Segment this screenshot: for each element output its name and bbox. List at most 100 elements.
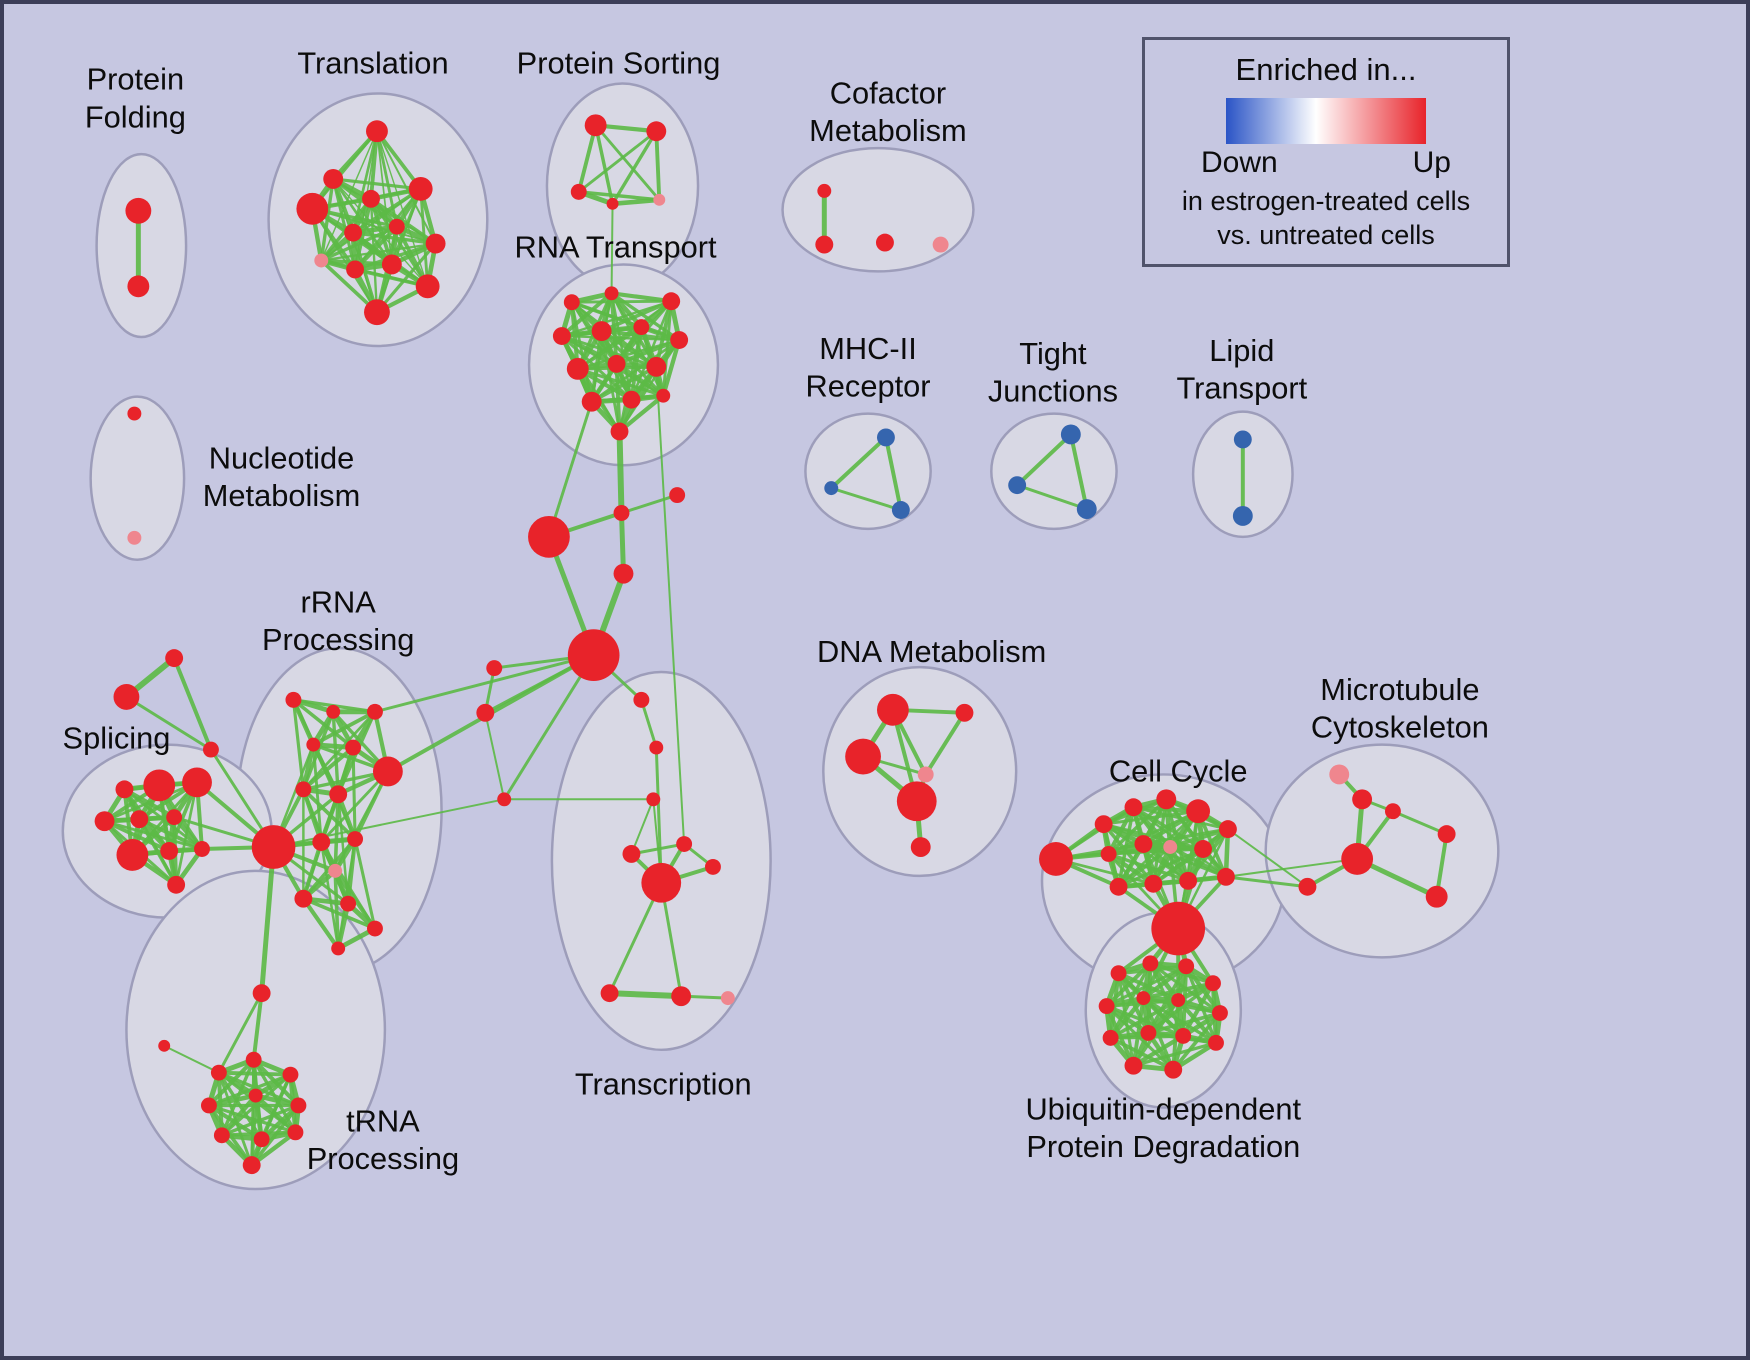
node: [646, 356, 667, 377]
edge: [1106, 797, 1169, 856]
node: [251, 825, 296, 869]
node: [253, 1131, 270, 1148]
cluster-ellipse-nucleotide-metabolism: [89, 395, 186, 561]
node: [1212, 1005, 1228, 1021]
node: [1124, 798, 1143, 817]
node: [567, 629, 620, 681]
node: [891, 501, 910, 519]
edge: [599, 299, 674, 333]
node: [610, 422, 629, 441]
node: [130, 810, 149, 829]
node: [1109, 877, 1128, 896]
cluster-label-transcription: Transcription: [575, 1067, 752, 1102]
node: [116, 839, 149, 871]
node: [285, 691, 302, 708]
edge: [319, 770, 390, 844]
node: [372, 756, 403, 787]
node: [613, 505, 630, 521]
edge: [1168, 827, 1230, 850]
node: [381, 254, 402, 275]
edge: [301, 839, 324, 901]
node: [1134, 835, 1153, 853]
cluster-label-cell-cycle: Cell Cycle: [1109, 753, 1248, 788]
node: [670, 331, 689, 349]
edge: [124, 695, 213, 752]
node: [125, 197, 152, 224]
node: [1144, 874, 1163, 893]
legend-scale-labels: Down Up: [1201, 146, 1451, 180]
node: [662, 292, 681, 311]
cluster-label-dna-metabolism: DNA Metabolism: [817, 634, 1046, 669]
node: [1298, 877, 1317, 896]
node: [1140, 1024, 1157, 1041]
node: [294, 889, 313, 908]
cluster-label-microtubule-cytoskeleton: Microtubule: [1320, 672, 1479, 707]
node: [314, 253, 329, 268]
edge: [610, 129, 658, 206]
node: [876, 428, 895, 447]
node: [202, 741, 219, 758]
node: [127, 275, 150, 298]
edge: [331, 177, 423, 191]
node: [1110, 965, 1127, 982]
edge: [655, 365, 686, 846]
cluster-label-trna-processing: tRNA: [346, 1103, 420, 1138]
cluster-label-rrna-processing: Processing: [262, 622, 414, 657]
edge: [502, 653, 596, 801]
node: [115, 780, 134, 799]
cluster-label-nucleotide-metabolism: Metabolism: [203, 478, 360, 513]
node: [1208, 1034, 1224, 1051]
node: [347, 831, 364, 848]
node: [1233, 430, 1252, 449]
node: [367, 920, 383, 937]
node: [1102, 1029, 1119, 1046]
edge: [614, 338, 682, 366]
cluster-label-ubiquitin-degradation: Protein Degradation: [1026, 1129, 1300, 1164]
edge: [484, 711, 506, 801]
edge: [272, 798, 506, 849]
edge: [333, 869, 340, 951]
node: [200, 1097, 217, 1114]
node: [287, 1124, 304, 1141]
node: [340, 895, 357, 912]
node: [366, 120, 388, 143]
edge: [249, 1130, 298, 1168]
node: [563, 294, 580, 311]
node: [1151, 901, 1206, 956]
edge: [331, 177, 394, 266]
node: [158, 1039, 171, 1052]
edge: [594, 123, 661, 202]
node: [955, 703, 974, 722]
edge: [206, 1093, 258, 1108]
edge: [559, 291, 614, 339]
node: [606, 197, 619, 210]
node: [1178, 958, 1195, 975]
node: [600, 984, 619, 1003]
edge: [311, 709, 377, 747]
cluster-label-mhc-ii-receptor: Receptor: [806, 369, 931, 404]
edge: [1224, 857, 1359, 878]
node: [295, 781, 312, 798]
node: [306, 737, 321, 752]
legend-down-label: Down: [1201, 146, 1278, 179]
edge: [1104, 961, 1153, 1009]
node: [876, 693, 909, 726]
edge: [249, 1093, 258, 1168]
node: [367, 703, 383, 720]
node: [1136, 991, 1151, 1006]
edge: [593, 123, 615, 206]
edge: [617, 393, 666, 434]
edge: [103, 781, 199, 823]
edge: [1391, 809, 1449, 836]
edge: [590, 338, 681, 403]
node: [591, 321, 612, 342]
node: [127, 530, 142, 545]
edge: [301, 896, 377, 931]
edge: [206, 1057, 256, 1108]
node: [166, 809, 183, 826]
node: [1039, 842, 1073, 876]
edge: [333, 868, 377, 931]
edge: [217, 991, 264, 1075]
node: [932, 236, 949, 253]
node: [1194, 840, 1213, 858]
